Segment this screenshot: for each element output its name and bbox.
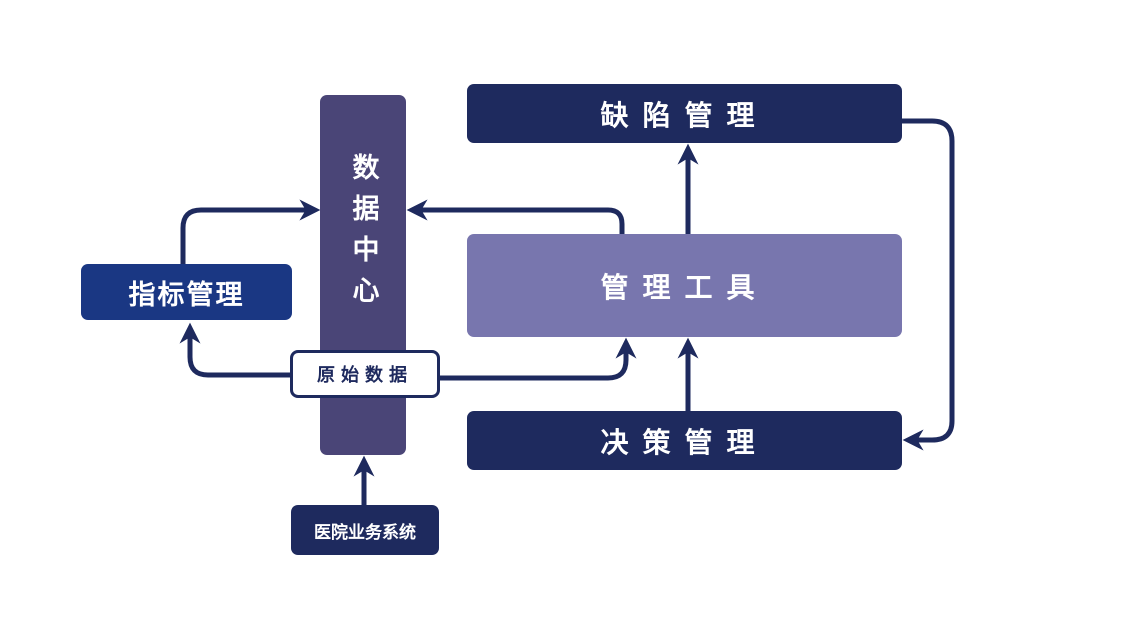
data-center-label: 数据中心: [347, 153, 379, 317]
hospital-business-system-node: 医院业务系统: [291, 505, 439, 555]
arrow-raw-to-indicator: [179, 322, 290, 378]
arrow-indicator-to-datacenter: [180, 199, 321, 264]
arrow-defect-to-decision: [902, 118, 955, 451]
indicator-management-label: 指标管理: [128, 279, 245, 311]
management-tools-label: 管理工具: [600, 270, 769, 304]
raw-data-label: 原始数据: [317, 365, 413, 386]
arrow-raw-to-tools: [440, 337, 637, 381]
hospital-business-system-label: 医院业务系统: [314, 522, 416, 543]
data-center-node: 数据中心: [320, 95, 406, 455]
arrow-tools-to-datacenter: [406, 199, 625, 234]
defect-management-label: 缺陷管理: [600, 98, 769, 132]
defect-management-node: 缺陷管理: [467, 84, 902, 143]
raw-data-node: 原始数据: [290, 350, 440, 398]
indicator-management-node: 指标管理: [81, 264, 292, 320]
management-tools-node: 管理工具: [467, 234, 902, 337]
decision-management-label: 决策管理: [600, 425, 769, 459]
decision-management-node: 决策管理: [467, 411, 902, 470]
